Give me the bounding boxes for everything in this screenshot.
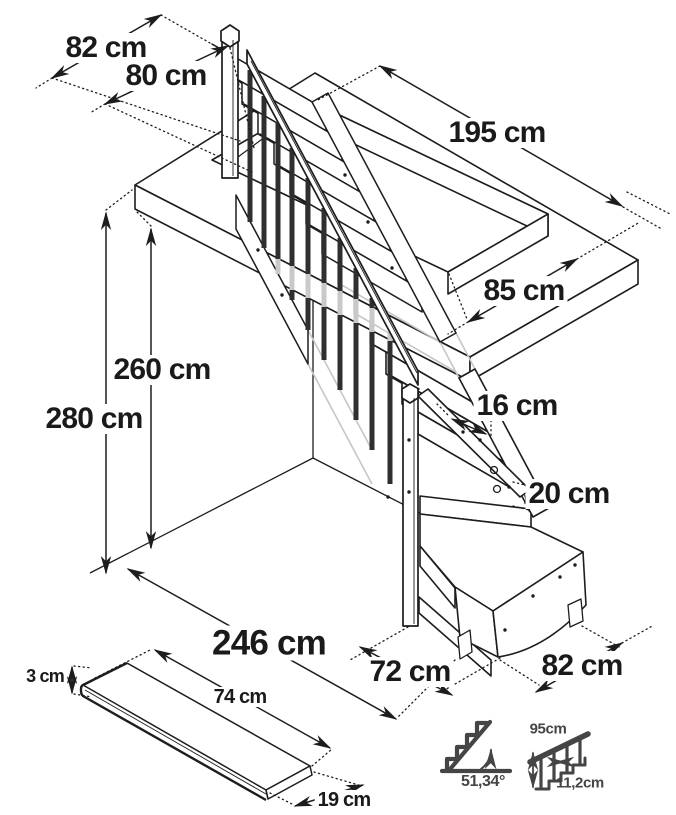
dim-label-step-overlap: 16 cm bbox=[473, 391, 561, 421]
dim-label-railing-width-outer: 82 cm bbox=[62, 33, 150, 63]
dim-label-opening-side: 85 cm bbox=[480, 276, 568, 306]
balusters bbox=[247, 70, 393, 484]
dim-label-tread-length: 74 cm bbox=[210, 687, 270, 707]
dim-label-ceiling-height: 260 cm bbox=[110, 355, 214, 385]
legend-label-step-spacing: 11,2cm bbox=[556, 774, 604, 792]
dim-label-floor-height: 280 cm bbox=[42, 404, 146, 434]
legend-label-rail-height: 95cm bbox=[529, 720, 567, 738]
bottom-newel-post bbox=[401, 383, 420, 627]
dim-label-step-rise: 20 cm bbox=[525, 479, 613, 509]
handrail bbox=[246, 49, 419, 386]
angle-icon bbox=[439, 719, 513, 774]
dim-label-base-depth: 82 cm bbox=[538, 651, 626, 681]
railing-icon bbox=[527, 731, 591, 791]
screw-dots bbox=[256, 173, 577, 632]
tread-board bbox=[79, 661, 313, 802]
dim-label-tread-depth: 19 cm bbox=[314, 790, 374, 810]
dim-label-tread-thickness: 3 cm bbox=[23, 667, 67, 685]
dim-label-opening-length: 195 cm bbox=[445, 118, 549, 148]
dim-label-total-run: 246 cm bbox=[209, 625, 329, 661]
dim-label-base-width: 72 cm bbox=[366, 657, 454, 687]
dim-label-railing-width-inner: 80 cm bbox=[122, 61, 210, 91]
legend-label-stair-angle: 51,34° bbox=[460, 773, 506, 790]
